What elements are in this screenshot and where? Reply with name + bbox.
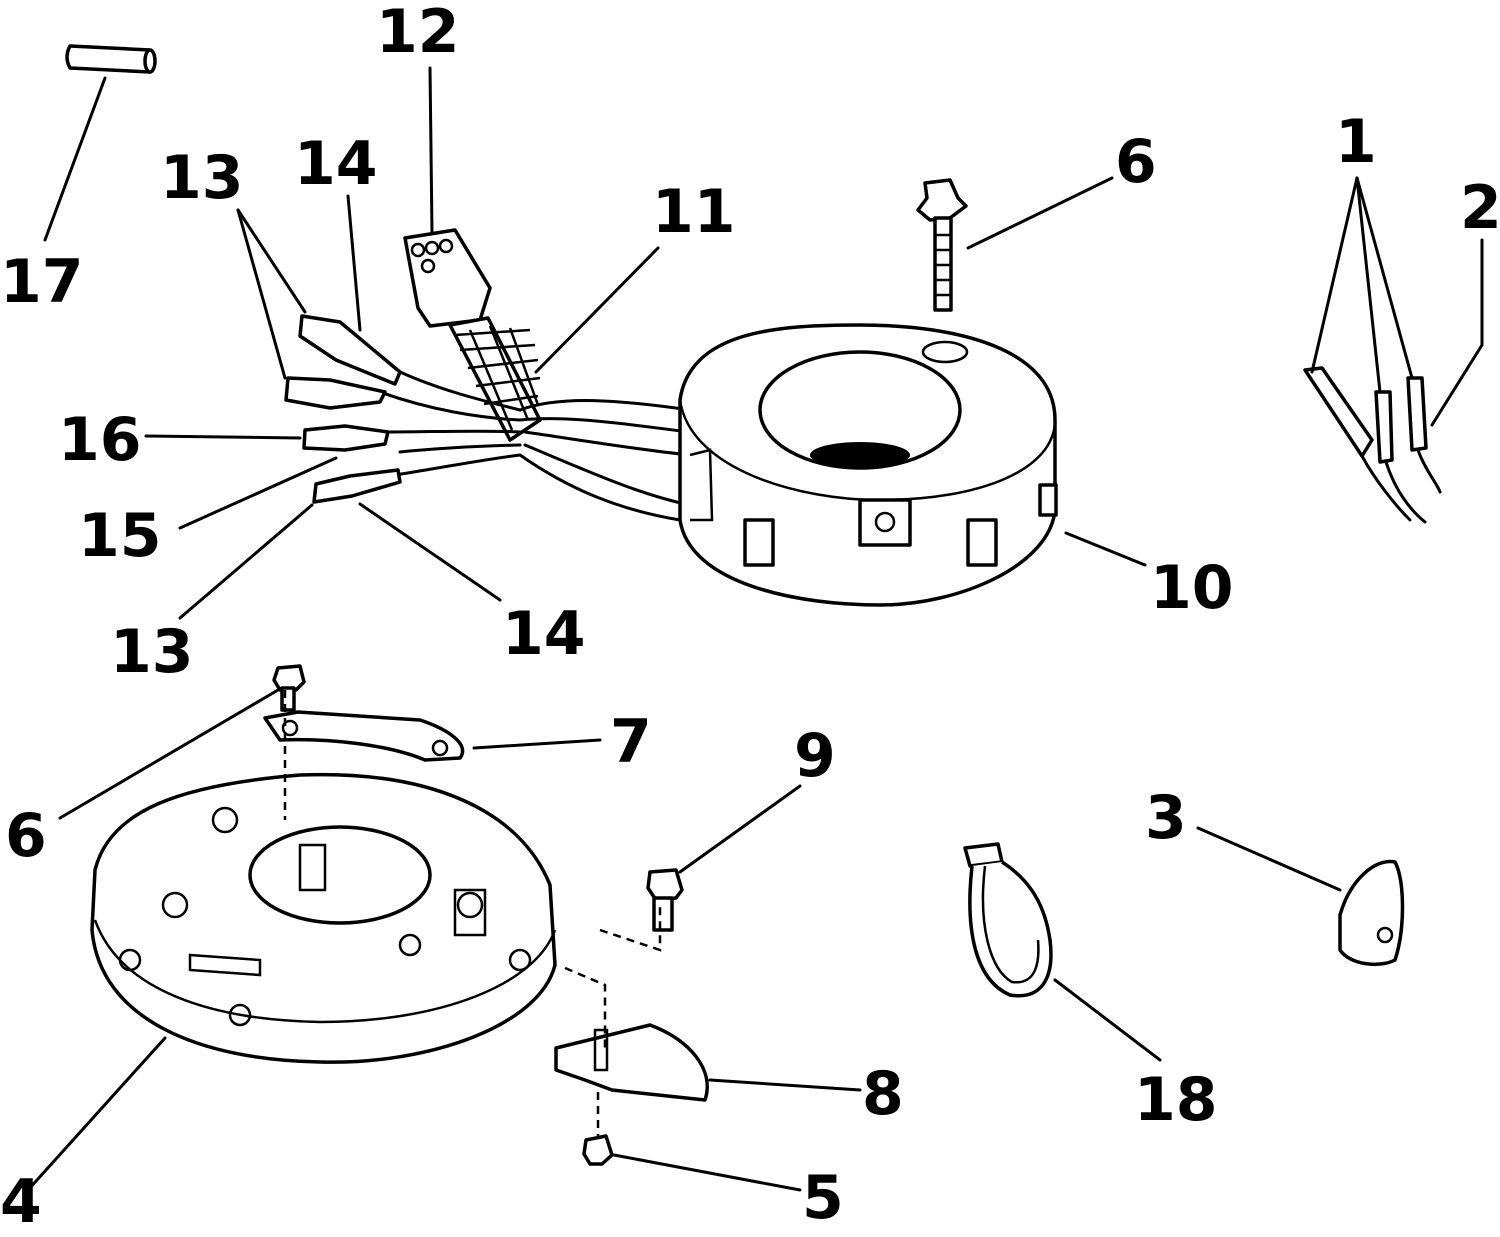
part-9-screw	[646, 868, 684, 932]
callout-12: 12	[376, 0, 460, 67]
wire-terminals	[284, 314, 402, 504]
part-4-base-plate	[90, 772, 557, 1064]
callout-6-lower: 6	[5, 801, 47, 871]
callout-10: 10	[1150, 553, 1234, 623]
callout-16: 16	[58, 405, 142, 475]
callout-1: 1	[1335, 107, 1377, 177]
part-3-cap	[1338, 859, 1405, 967]
part-8-cover	[554, 1023, 709, 1102]
part-10-stator	[678, 323, 1058, 607]
part-12-connector	[403, 228, 492, 328]
callout-15: 15	[78, 501, 162, 571]
callout-14-upper: 14	[294, 129, 378, 199]
part-6-screw-upper	[916, 178, 968, 312]
leader-lines	[26, 66, 1484, 1192]
callout-2: 2	[1460, 173, 1500, 243]
callout-11: 11	[652, 177, 736, 247]
callout-7: 7	[610, 707, 652, 777]
callout-13-lower: 13	[110, 617, 194, 687]
callout-5: 5	[802, 1163, 844, 1233]
callout-17: 17	[0, 247, 84, 317]
callout-6-upper: 6	[1115, 127, 1157, 197]
part-5-screw	[582, 1134, 614, 1166]
callout-18: 18	[1134, 1065, 1218, 1135]
part-6-screw-lower	[272, 664, 306, 712]
part-7-bracket	[263, 710, 465, 762]
callout-4: 4	[0, 1167, 42, 1237]
callout-3: 3	[1145, 783, 1187, 853]
callout-14-lower: 14	[502, 599, 586, 669]
part-11-harness	[378, 316, 692, 522]
part-1-2-terminal-leads	[1303, 366, 1442, 524]
part-17-sleeve	[65, 44, 157, 74]
part-18-clamp	[963, 842, 1053, 998]
callout-13-upper: 13	[160, 143, 244, 213]
callout-9: 9	[794, 721, 836, 791]
callout-8: 8	[862, 1059, 904, 1129]
